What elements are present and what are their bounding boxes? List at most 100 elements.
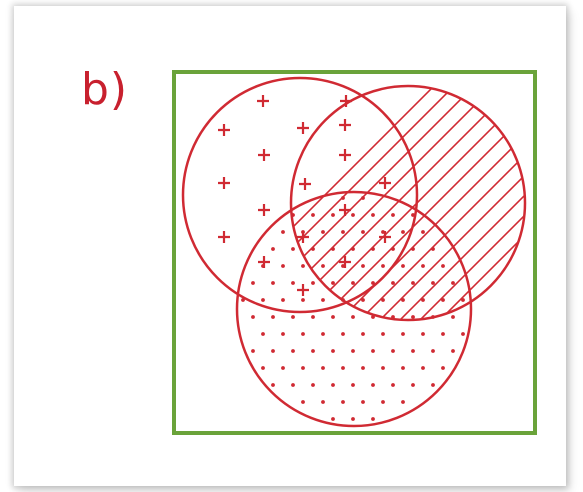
plus-mark: [297, 122, 309, 134]
pattern-dot: [331, 281, 335, 285]
pattern-dot: [421, 264, 425, 268]
hatch-line: [509, 86, 525, 320]
pattern-dot: [351, 349, 355, 353]
pattern-dot: [351, 315, 355, 319]
pattern-dot: [281, 230, 285, 234]
pattern-dot: [301, 264, 305, 268]
pattern-dot: [451, 315, 455, 319]
pattern-dot: [371, 213, 375, 217]
pattern-dot: [381, 400, 385, 404]
pattern-dot: [311, 315, 315, 319]
pattern-dot: [311, 349, 315, 353]
set-circle-c: [235, 190, 473, 428]
pattern-dot: [441, 332, 445, 336]
pattern-dot: [361, 230, 365, 234]
hatch-line: [309, 86, 525, 320]
pattern-dot: [321, 332, 325, 336]
plus-mark: [258, 204, 270, 216]
pattern-dot: [351, 417, 355, 421]
pattern-dot: [331, 213, 335, 217]
part-label: b): [81, 64, 129, 115]
pattern-dot: [281, 332, 285, 336]
pattern-dot: [401, 332, 405, 336]
pattern-dot: [381, 264, 385, 268]
pattern-dot: [351, 213, 355, 217]
pattern-dot: [431, 281, 435, 285]
pattern-dot: [371, 417, 375, 421]
pattern-dot: [321, 298, 325, 302]
pattern-dot: [441, 264, 445, 268]
pattern-dot: [311, 383, 315, 387]
plus-mark: [218, 177, 230, 189]
pattern-dot: [271, 315, 275, 319]
pattern-dot: [331, 417, 335, 421]
set-circle-b: [289, 84, 527, 322]
hatch-line: [291, 86, 501, 320]
pattern-dot: [251, 349, 255, 353]
pattern-dot: [401, 264, 405, 268]
pattern-dot: [371, 383, 375, 387]
pattern-dot: [301, 332, 305, 336]
pattern-dot: [341, 230, 345, 234]
pattern-dot: [321, 400, 325, 404]
pattern-dot: [401, 366, 405, 370]
universe-rectangle: [172, 70, 537, 435]
pattern-dot: [381, 332, 385, 336]
hatch-line: [389, 86, 525, 320]
pattern-dot: [341, 332, 345, 336]
pattern-dot: [421, 332, 425, 336]
pattern-dot: [431, 349, 435, 353]
hatch-line: [369, 86, 525, 320]
hatch-line: [291, 86, 481, 320]
plus-mark: [379, 231, 391, 243]
pattern-dot: [361, 366, 365, 370]
pattern-dot: [291, 247, 295, 251]
pattern-dot: [301, 400, 305, 404]
set-circle-a: [181, 76, 419, 314]
plus-mark: [257, 95, 269, 107]
pattern-dot: [401, 400, 405, 404]
pattern-dot: [301, 298, 305, 302]
pattern-dot: [361, 400, 365, 404]
pattern-dot: [301, 366, 305, 370]
pattern-dot: [271, 349, 275, 353]
pattern-dot: [391, 383, 395, 387]
pattern-dot: [291, 281, 295, 285]
pattern-dot: [281, 298, 285, 302]
hatch-line: [530, 60, 583, 330]
pattern-dot: [411, 281, 415, 285]
plus-mark: [379, 177, 391, 189]
plus-mark: [339, 119, 351, 131]
plus-mark: [299, 178, 311, 190]
pattern-dot: [331, 315, 335, 319]
pattern-dot: [371, 349, 375, 353]
pattern-dot: [271, 383, 275, 387]
pattern-dot: [321, 230, 325, 234]
hatch-line: [409, 86, 525, 320]
pattern-dot: [321, 366, 325, 370]
plus-mark: [339, 256, 351, 268]
pattern-dot: [281, 366, 285, 370]
pattern-dot: [341, 366, 345, 370]
pattern-dot: [421, 230, 425, 234]
pattern-dot: [341, 400, 345, 404]
pattern-dot: [291, 383, 295, 387]
pattern-dot: [271, 281, 275, 285]
pattern-dot: [461, 332, 465, 336]
pattern-dot: [391, 349, 395, 353]
pattern-dot: [411, 383, 415, 387]
plus-mark: [218, 124, 230, 136]
pattern-dot: [291, 349, 295, 353]
pattern-dot: [371, 281, 375, 285]
pattern-dot: [291, 315, 295, 319]
plus-mark: [339, 204, 351, 216]
pattern-dot: [351, 383, 355, 387]
pattern-dot: [391, 281, 395, 285]
pattern-dot: [311, 213, 315, 217]
hatch-line: [349, 86, 525, 320]
pattern-dot: [261, 298, 265, 302]
plus-mark: [297, 284, 309, 296]
plus-mark: [297, 231, 309, 243]
plus-pattern-region-a: [218, 95, 391, 296]
